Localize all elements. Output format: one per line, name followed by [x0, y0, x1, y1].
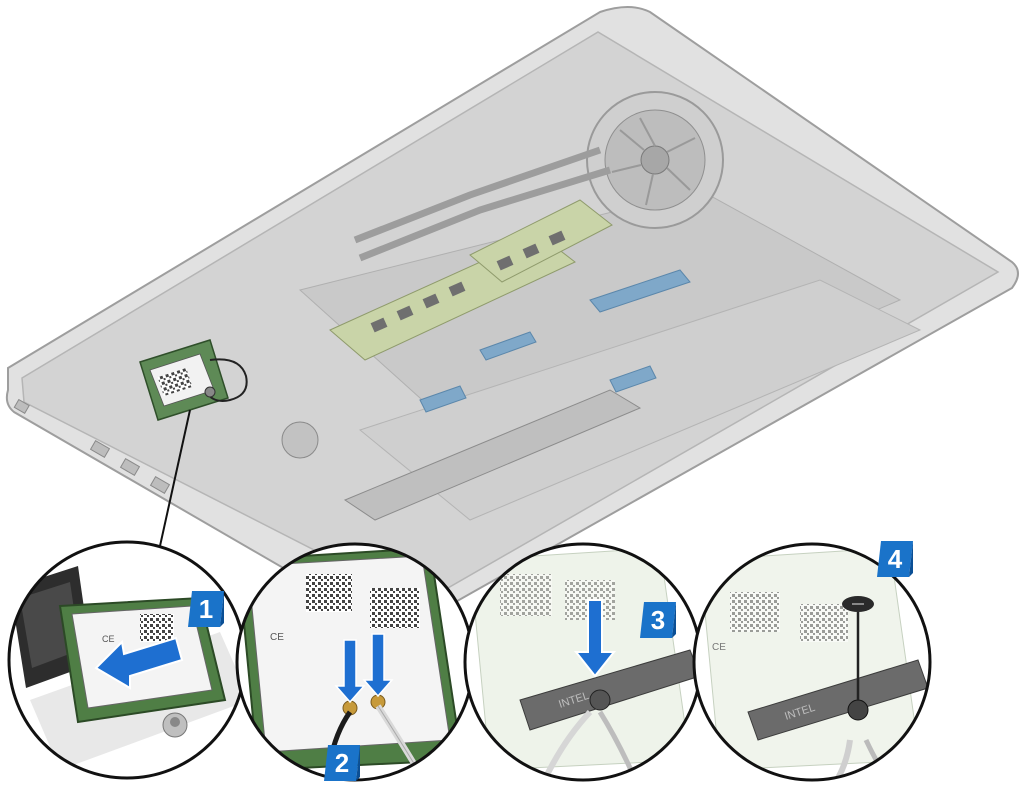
step-number: 2: [334, 748, 350, 778]
badge-shape-icon: [877, 541, 913, 577]
step-badge-3: 3: [640, 602, 676, 638]
callout-step-2: CE: [235, 542, 475, 782]
step-number: 4: [887, 544, 903, 574]
step-badge-4: 4: [877, 541, 913, 577]
card-label-text: CE: [102, 634, 115, 644]
memory-modules: [329, 199, 613, 361]
coin-cell-battery: [281, 421, 319, 459]
heat-pipe: [353, 146, 612, 262]
step-badge-2: 2: [324, 745, 360, 781]
card-label-text: CE: [712, 642, 726, 653]
ssd-slot: [343, 389, 642, 521]
card-label-text: CE: [270, 632, 284, 643]
connect-arrow-icon: [362, 633, 394, 698]
place-bracket-arrow-icon: [573, 599, 617, 678]
callout-step-3: INTEL: [463, 542, 703, 782]
flex-cables: [419, 269, 691, 413]
connect-arrow-icon: [334, 639, 366, 704]
badge-shape-icon: [324, 745, 360, 781]
step-badge-1: 1: [188, 591, 224, 627]
insert-arrow-icon: [94, 636, 184, 690]
callout-step-4: CE INTEL: [692, 542, 932, 782]
badge-shape-icon: [188, 591, 224, 627]
step-number: 1: [198, 594, 214, 624]
badge-shape-icon: [640, 602, 676, 638]
cooling-fan: [586, 91, 724, 229]
wlan-card-slot-highlight: [139, 339, 248, 421]
side-ports: [13, 398, 171, 495]
callout-step-1: CE: [7, 540, 247, 780]
callout-leader-line: [159, 409, 191, 547]
step-number: 3: [650, 605, 666, 635]
